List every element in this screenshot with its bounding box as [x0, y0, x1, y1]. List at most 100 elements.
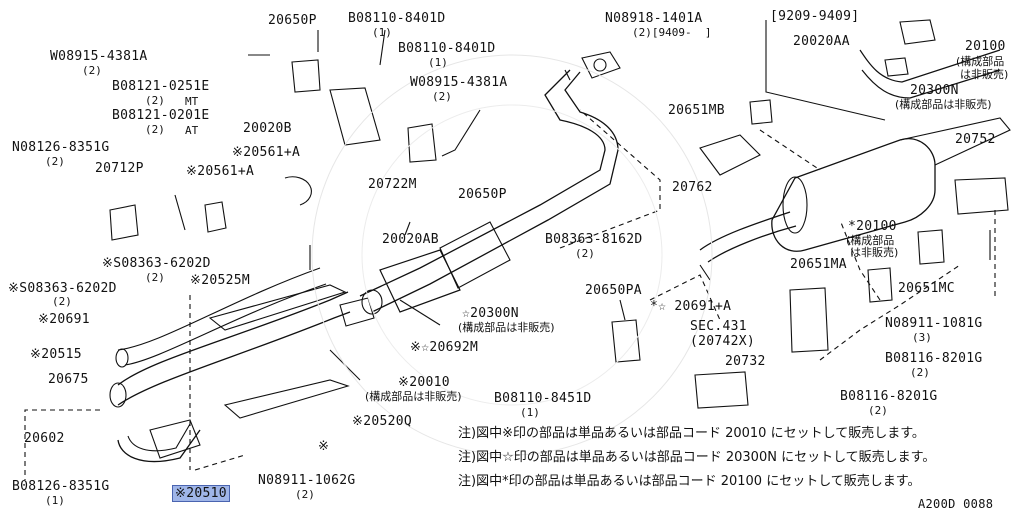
label-20520Q: ※20520Q — [352, 414, 412, 429]
label-b08121-0201E: B08121-0201E — [112, 108, 210, 123]
label-w08915-4381A-left: W08915-4381A — [50, 49, 148, 64]
label-s08363-6202D-lower: ※S08363-6202D — [8, 281, 117, 296]
leader-lines-solid — [174, 29, 991, 381]
label-20300N: ☆20300N — [462, 306, 519, 321]
label-20561A-lower: ※20561+A — [186, 164, 255, 179]
hanger-20651MC — [917, 229, 945, 265]
label-20515: ※20515 — [30, 347, 82, 362]
label-20722M: 20722M — [368, 177, 417, 192]
qty-n08911-1062G: (2) — [295, 488, 315, 501]
label-20100-top: 20100 — [965, 39, 1006, 54]
leader-lines — [24, 109, 996, 480]
bracket-20712P — [109, 204, 139, 241]
label-b08110-8451D: B08110-8451D — [494, 391, 592, 406]
label-20650P-lower: 20650P — [458, 187, 507, 202]
label-20712P: 20712P — [95, 161, 144, 176]
front-pipe — [109, 267, 351, 408]
qty-b08110-8451D: (1) — [520, 406, 540, 419]
qty-b08110-8401D-lower: (1) — [428, 56, 448, 69]
label-20020AA: 20020AA — [793, 34, 850, 49]
label-mt: MT — [185, 95, 199, 108]
label-20651MA: 20651MA — [790, 257, 847, 272]
qty-n08126-8351G: (2) — [45, 155, 65, 168]
label-star: ※ — [318, 439, 330, 454]
label-n08126-8351G: N08126-8351G — [12, 140, 110, 155]
label-20650PA: 20650PA — [585, 283, 642, 298]
label-n08911-1062G: N08911-1062G — [258, 473, 356, 488]
date-range-bracket — [765, 20, 886, 121]
qty-b08121-0201E: (2) — [145, 123, 165, 136]
hanger-20651MA — [867, 267, 893, 303]
bracket-sec431 — [789, 287, 829, 353]
label-b08363-8162D: B08363-8162D — [545, 232, 643, 247]
note-20100-mid-1: (構成部品 — [846, 234, 895, 247]
tail-pipe-top — [859, 49, 1001, 83]
bracket-20752 — [954, 177, 1009, 215]
qty-b08126-8351G: (1) — [45, 494, 65, 507]
label-20651MC: 20651MC — [898, 281, 955, 296]
hanger-20650P-2 — [407, 123, 437, 163]
flange-top — [581, 51, 621, 79]
muffler — [699, 117, 1011, 263]
clamp-20561A-1 — [204, 201, 227, 233]
label-20020B: 20020B — [243, 121, 292, 136]
label-n08911-1081G: N08911-1081G — [885, 316, 983, 331]
highlight-20510[interactable]: ※20510 — [172, 485, 230, 502]
label-20300N-top: 20300N — [910, 83, 959, 98]
qty-w08915-4381A-center: (2) — [432, 90, 452, 103]
label-w08915-4381A-center: W08915-4381A — [410, 75, 508, 90]
watermark — [311, 54, 713, 456]
label-sec431-sub: (20742X) — [690, 334, 756, 349]
label-20692M: ※☆20692M — [410, 340, 479, 355]
bracket-20722M — [329, 87, 381, 146]
note-line-3: 注)図中*印の部品は単品あるいは部品コード 20100 にセットして販売します。 — [458, 474, 921, 489]
label-20691A: *☆ 20691+A — [650, 299, 732, 314]
label-20525M: ※20525M — [190, 273, 250, 288]
qty-n08918-1401A: (2)[9409- ] — [632, 26, 712, 39]
label-b08116-8201G-upper: B08116-8201G — [885, 351, 983, 366]
label-20561A-upper: ※20561+A — [232, 145, 301, 160]
center-pipe — [359, 69, 619, 315]
note-20300N: (構成部品は非販売) — [458, 321, 555, 334]
label-20510[interactable]: ※20510 — [172, 485, 230, 502]
label-20602: 20602 — [24, 431, 65, 446]
note-20010: (構成部品は非販売) — [365, 390, 462, 403]
note-line-1: 注)図中※印の部品は単品あるいは部品コード 20010 にセットして販売します。 — [458, 426, 925, 441]
note-20300N-top: (構成部品は非販売) — [895, 98, 992, 111]
qty-b08116-8201G-upper: (2) — [910, 366, 930, 379]
qty-b08121-0251E: (2) — [145, 94, 165, 107]
qty-s08363-6202D-upper: (2) — [145, 271, 165, 284]
label-s08363-6202D-upper: ※S08363-6202D — [102, 256, 211, 271]
qty-b08116-8201G-lower: (2) — [868, 404, 888, 417]
label-20100-mid: *20100 — [848, 219, 897, 234]
label-20020AB: 20020AB — [382, 232, 439, 247]
diagram-code: A200D 0088 — [918, 497, 994, 511]
label-20650P-upper: 20650P — [268, 13, 317, 28]
bracket-20762 — [699, 134, 761, 176]
hanger-20651MB — [749, 99, 773, 125]
note-line-2: 注)図中☆印の部品は単品あるいは部品コード 20300N にセットして販売します… — [458, 450, 936, 465]
label-b08126-8351G: B08126-8351G — [12, 479, 110, 494]
clamp-20561A-2 — [284, 176, 312, 206]
qty-s08363-6202D-lower: (2) — [52, 295, 72, 308]
hanger-20650PA — [611, 319, 641, 363]
qty-n08911-1081G: (3) — [912, 331, 932, 344]
label-at: AT — [185, 124, 199, 137]
label-b08121-0251E: B08121-0251E — [112, 79, 210, 94]
heat-shield-upper — [208, 284, 347, 331]
label-20651MB: 20651MB — [668, 103, 725, 118]
heat-shield-lower — [223, 379, 350, 419]
hanger-20650P — [291, 59, 321, 93]
label-20752: 20752 — [955, 132, 996, 147]
note-20100-top-1: (構成部品 — [956, 55, 1005, 68]
label-20762: 20762 — [672, 180, 713, 195]
label-b08110-8401D-lower: B08110-8401D — [398, 41, 496, 56]
qty-b08110-8401D-upper: (1) — [372, 26, 392, 39]
label-n08918-1401A: N08918-1401A — [605, 11, 703, 26]
lower-pipe — [117, 419, 201, 463]
qty-b08363-8162D: (2) — [575, 247, 595, 260]
label-20732: 20732 — [725, 354, 766, 369]
label-20691: ※20691 — [38, 312, 90, 327]
label-20010: ※20010 — [398, 375, 450, 390]
